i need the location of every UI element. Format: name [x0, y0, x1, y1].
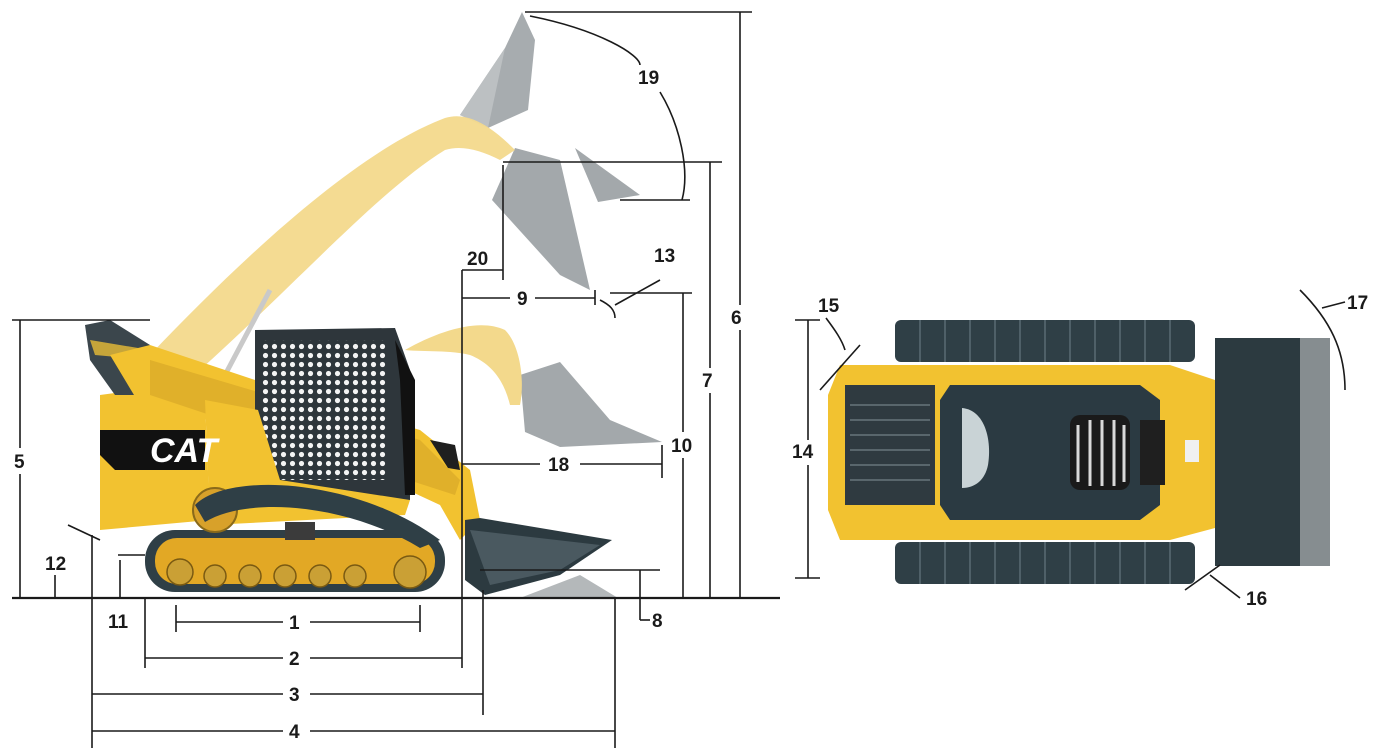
dimension-label-10: 10: [671, 436, 692, 457]
dimension-label-2: 2: [289, 649, 300, 670]
ghost-boom-raised: [150, 116, 515, 377]
dimension-label-8: 8: [652, 611, 663, 632]
dim-12: 12: [45, 524, 101, 598]
dim-11: 11: [108, 554, 145, 633]
dimension-label-4: 4: [289, 722, 300, 743]
dim-4: 4: [92, 598, 616, 748]
dimension-label-13: 13: [654, 246, 675, 267]
dimension-label-16: 16: [1246, 589, 1267, 610]
bucket-top-view: [1215, 338, 1315, 566]
dim-16: 16: [1184, 564, 1267, 610]
dimension-label-20: 20: [467, 249, 488, 270]
dim-17: 17: [1299, 289, 1368, 391]
dim-9: 9: [462, 289, 596, 310]
cat-logo: CAT: [150, 432, 221, 470]
dimension-label-15: 15: [818, 296, 840, 317]
dim-20: 20: [462, 165, 504, 280]
ghost-bucket-top: [460, 12, 535, 128]
ghost-bucket-middle: [520, 362, 662, 447]
dim-3: 3: [91, 535, 484, 748]
dim-13: 13: [599, 246, 675, 319]
top-view: 14 15 16 17: [792, 289, 1368, 610]
dimension-label-6: 6: [731, 308, 742, 329]
dim-2: 2: [144, 270, 463, 670]
dimension-label-1: 1: [289, 613, 300, 634]
dim-10: 10: [610, 292, 692, 598]
dimension-label-9: 9: [517, 289, 528, 310]
dimension-label-7: 7: [702, 371, 713, 392]
dimension-label-17: 17: [1347, 293, 1368, 314]
dimension-label-3: 3: [289, 685, 300, 706]
dim-6: 6: [525, 11, 752, 598]
dim-14: 14: [792, 319, 820, 579]
engine-grille: [845, 385, 935, 505]
dim-19: 19: [529, 15, 690, 201]
dimension-label-5: 5: [14, 452, 25, 473]
ghost-bucket-upper: [492, 148, 640, 290]
dim-1: 1: [175, 605, 421, 634]
dim-18: 18: [462, 445, 663, 478]
skid-steer-side: CAT: [85, 320, 612, 595]
ghost-boom-mid: [405, 325, 522, 405]
dim-8: 8: [480, 569, 663, 632]
dimension-label-11: 11: [108, 612, 129, 633]
dimension-label-14: 14: [792, 442, 814, 463]
dimension-label-12: 12: [45, 554, 66, 575]
dimension-label-18: 18: [548, 455, 569, 476]
dim-15: 15: [818, 296, 861, 391]
side-view: CAT 1 2: [12, 11, 780, 748]
cab-mesh: [262, 340, 387, 480]
track-rollers: [166, 555, 427, 589]
dim-7: 7: [503, 161, 722, 598]
dimension-label-19: 19: [638, 68, 659, 89]
ghost-bucket-low: [520, 575, 618, 598]
dim-5: 5: [12, 319, 150, 598]
